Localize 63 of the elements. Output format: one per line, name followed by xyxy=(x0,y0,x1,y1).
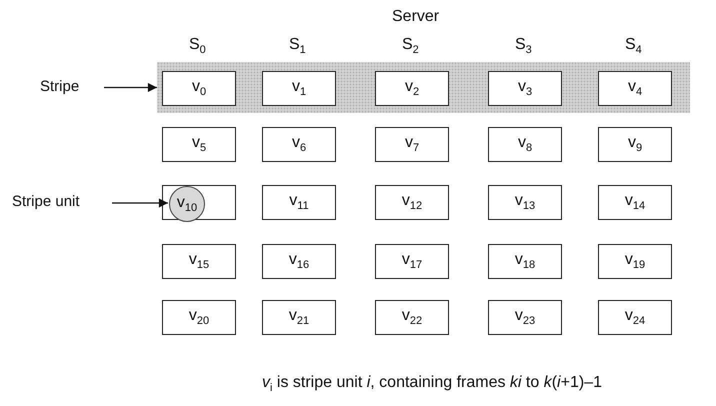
unit-label: v$_{14}$ xyxy=(624,192,646,213)
stripe-unit-box xyxy=(488,300,562,335)
unit-label: v$_{17}$ xyxy=(402,251,422,272)
column-header: S$_{2}$ xyxy=(402,36,419,56)
stripe-unit-box xyxy=(262,71,336,106)
unit-label: v$_{20}$ xyxy=(188,307,210,328)
unit-label: v$_{1}$ xyxy=(292,78,306,99)
unit-label: v$_{12}$ xyxy=(402,192,422,213)
unit-label: v$_{4}$ xyxy=(628,78,642,99)
stripe-unit-box xyxy=(598,71,672,106)
stripe-unit-box xyxy=(162,127,236,162)
unit-label: v$_{11}$ xyxy=(289,192,309,213)
unit-label: v$_{3}$ xyxy=(518,78,532,99)
unit-label: v$_{13}$ xyxy=(514,192,536,213)
stripe-unit-box xyxy=(162,71,236,106)
unit-label: v$_{10}$ xyxy=(176,194,198,214)
stripe-unit-box xyxy=(262,127,336,162)
axis-heading: Server xyxy=(392,8,440,26)
unit-label: v$_{16}$ xyxy=(288,251,310,272)
highlight-circle xyxy=(169,186,205,222)
stripe-unit-box xyxy=(262,244,336,279)
unit-label: v$_{0}$ xyxy=(192,78,206,99)
unit-label: v$_{22}$ xyxy=(402,307,422,328)
stripe-unit-box xyxy=(598,185,672,220)
arrow xyxy=(112,198,168,208)
arrow-label: Stripe xyxy=(40,78,100,98)
unit-label: v$_{19}$ xyxy=(624,251,646,272)
stripe-unit-box xyxy=(262,300,336,335)
unit-label: v$_{23}$ xyxy=(514,307,536,328)
unit-label: v$_{18}$ xyxy=(514,251,536,272)
arrow xyxy=(104,82,157,92)
stripe-unit-box xyxy=(488,185,562,220)
unit-label: v$_{15}$ xyxy=(188,251,210,272)
column-header: S$_{4}$ xyxy=(625,36,642,56)
unit-label: v$_{9}$ xyxy=(628,134,642,155)
stripe-unit-box xyxy=(375,127,449,162)
stripe-unit-box xyxy=(375,71,449,106)
stripe-unit-box xyxy=(488,244,562,279)
unit-label: v$_{21}$ xyxy=(288,307,310,328)
unit-label: v$_{7}$ xyxy=(404,134,420,155)
stripe-unit-box xyxy=(598,244,672,279)
column-header: S$_{0}$ xyxy=(189,36,206,56)
arrow-label: Stripe unit xyxy=(12,193,108,213)
stripe-unit-box xyxy=(262,185,336,220)
unit-label: v$_{2}$ xyxy=(404,78,420,99)
stripe-unit-box xyxy=(598,127,672,162)
unit-label: v$_{5}$ xyxy=(192,134,206,155)
unit-label: v$_{6}$ xyxy=(292,134,306,155)
stripe-unit-box xyxy=(375,185,449,220)
stripe-unit-box xyxy=(375,300,449,335)
caption: v$_{i}$ is stripe unit i, containing frames ki to k(i+1)–1 xyxy=(262,374,602,394)
stripe-unit-box xyxy=(488,127,562,162)
unit-label: v$_{24}$ xyxy=(624,307,646,328)
column-header: S$_{1}$ xyxy=(289,36,306,56)
stripe-unit-box xyxy=(598,300,672,335)
stripe-unit-box xyxy=(375,244,449,279)
stripe-band xyxy=(157,62,690,113)
unit-label: v$_{8}$ xyxy=(518,134,532,155)
stripe-unit-box xyxy=(162,300,236,335)
stripe-unit-box xyxy=(488,71,562,106)
column-header: S$_{3}$ xyxy=(515,36,532,56)
stripe-unit-box xyxy=(162,185,236,220)
stripe-unit-box xyxy=(162,244,236,279)
